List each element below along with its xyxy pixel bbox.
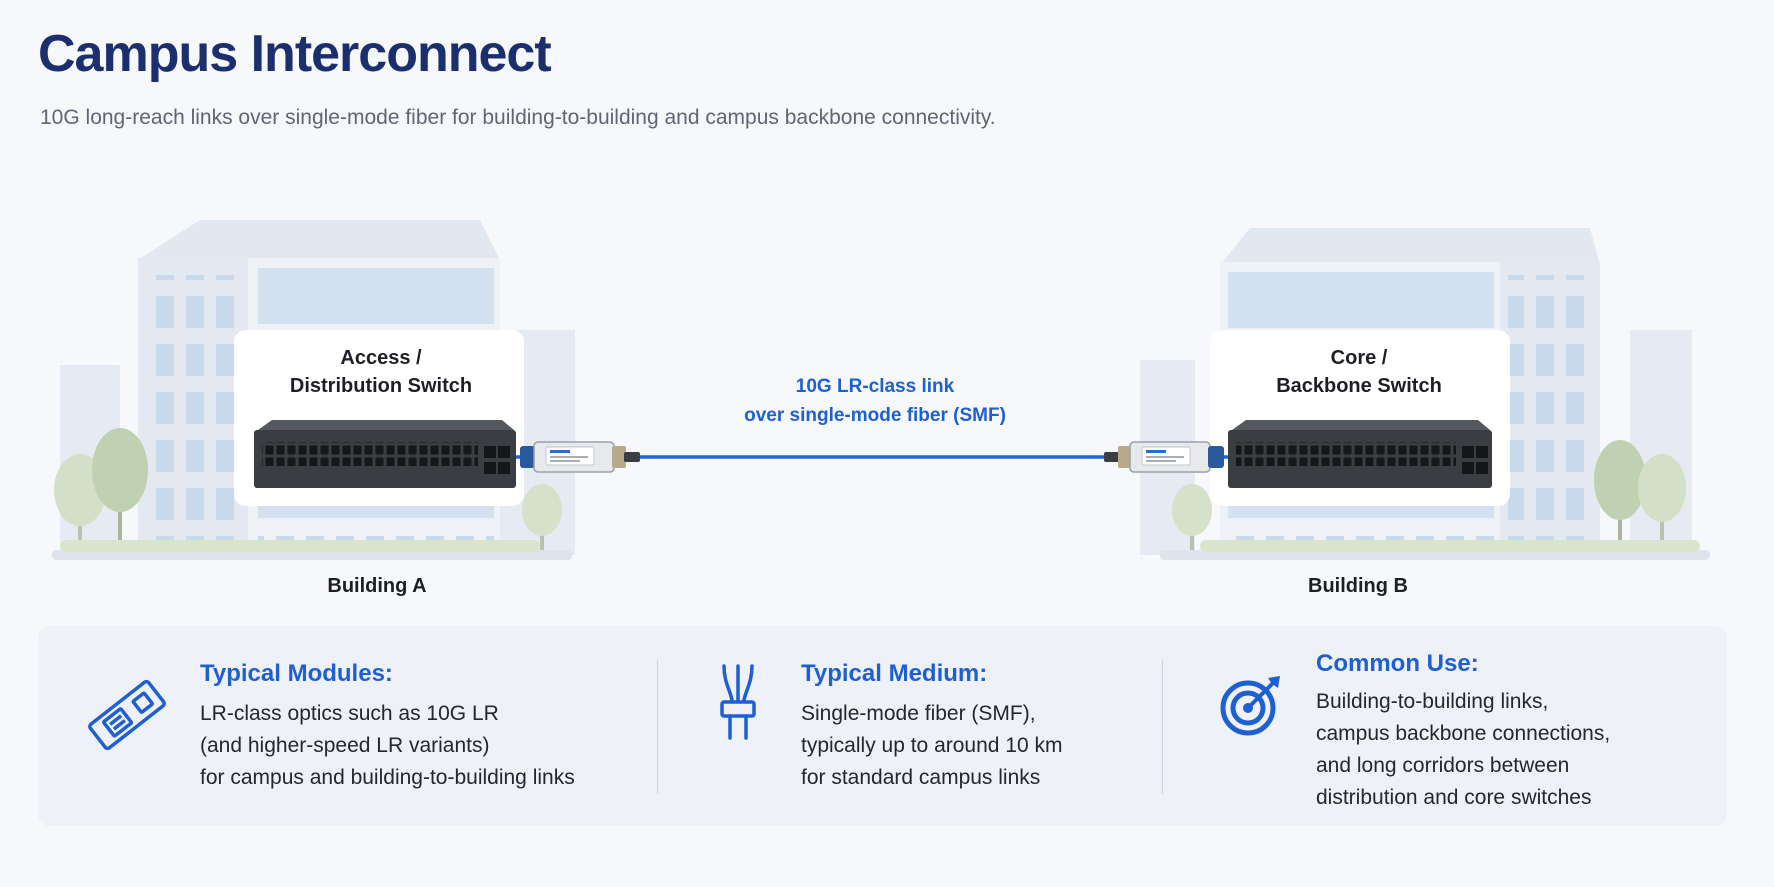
switch-a-icon <box>254 420 516 488</box>
building-b-label: Building B <box>1308 575 1408 597</box>
fiber-cable-icon <box>720 664 756 740</box>
page-subtitle: 10G long-reach links over single-mode fi… <box>40 106 996 129</box>
info-text-modules: LR-class optics such as 10G LR (and high… <box>200 702 575 789</box>
info-divider <box>657 660 658 794</box>
building-a <box>138 220 500 558</box>
link-label: 10G LR-class link over single-mode fiber… <box>744 376 1006 426</box>
building-a-label: Building A <box>327 575 427 597</box>
transceiver-b-icon <box>1104 441 1224 473</box>
info-title-medium: Typical Medium: <box>801 660 988 687</box>
info-title-use: Common Use: <box>1316 650 1479 677</box>
transceiver-module-icon <box>88 679 166 751</box>
info-text-use: Building-to-building links, campus backb… <box>1316 690 1611 809</box>
info-divider <box>1162 660 1163 794</box>
target-icon <box>1220 676 1280 736</box>
page-title: Campus Interconnect <box>38 25 552 83</box>
transceiver-a-icon <box>520 441 640 473</box>
info-text-medium: Single-mode fiber (SMF), typically up to… <box>801 702 1063 789</box>
info-panel <box>38 626 1727 826</box>
switch-b-icon <box>1228 420 1492 488</box>
switch-a-label: Access / Distribution Switch <box>289 347 473 397</box>
network-scene <box>52 220 1710 560</box>
trees-a <box>52 428 572 560</box>
trees-b <box>1160 440 1710 560</box>
switch-b-label: Core / Backbone Switch <box>1276 347 1442 397</box>
info-title-modules: Typical Modules: <box>200 660 393 687</box>
